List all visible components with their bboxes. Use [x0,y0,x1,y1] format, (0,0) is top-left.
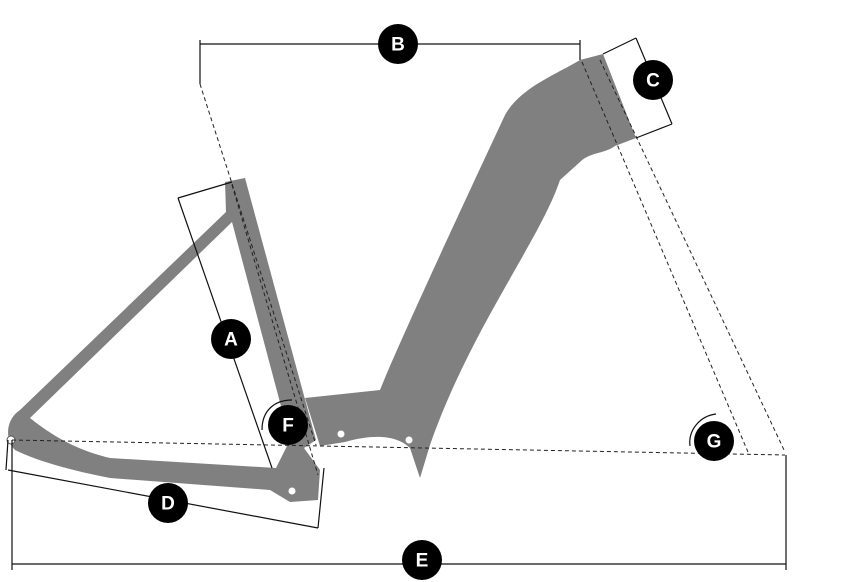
dimension-lines [5,37,787,570]
label-g-text: G [707,432,722,453]
label-c-text: C [646,71,660,92]
label-badge-g: G [694,421,734,461]
bike-frame [6,54,636,502]
label-b-text: B [391,35,405,56]
down-tube-head-tube [305,54,636,478]
label-a-text: A [224,330,238,351]
label-badge-b: B [378,24,418,64]
label-badge-a: A [211,319,251,359]
construction-lines [11,59,786,476]
pivot-dot-1 [337,430,345,438]
label-d-text: D [161,494,175,515]
label-badge-f: F [268,405,308,445]
pivot-dot-2 [405,436,413,444]
label-f-text: F [282,416,294,437]
label-badge-e: E [402,540,442,580]
rear-triangle [8,178,321,502]
label-badge-d: D [148,483,188,523]
label-e-text: E [416,551,429,572]
label-badge-c: C [633,60,673,100]
pivot-dot-3 [288,487,296,495]
